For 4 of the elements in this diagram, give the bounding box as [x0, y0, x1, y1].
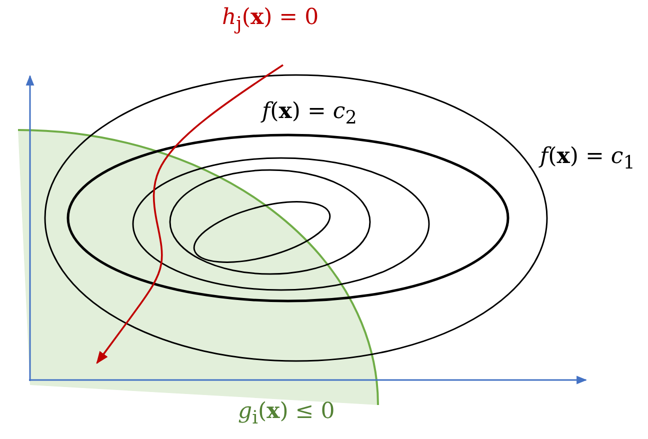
equation-label: h$_{j}$(x) = 0: [222, 4, 319, 36]
equation-label: f(x) = c$_{1}$: [540, 143, 635, 174]
equation-label: g$_{i}$(x) ≤ 0: [238, 398, 335, 430]
equation-label: f(x) = c$_{2}$: [262, 98, 357, 130]
